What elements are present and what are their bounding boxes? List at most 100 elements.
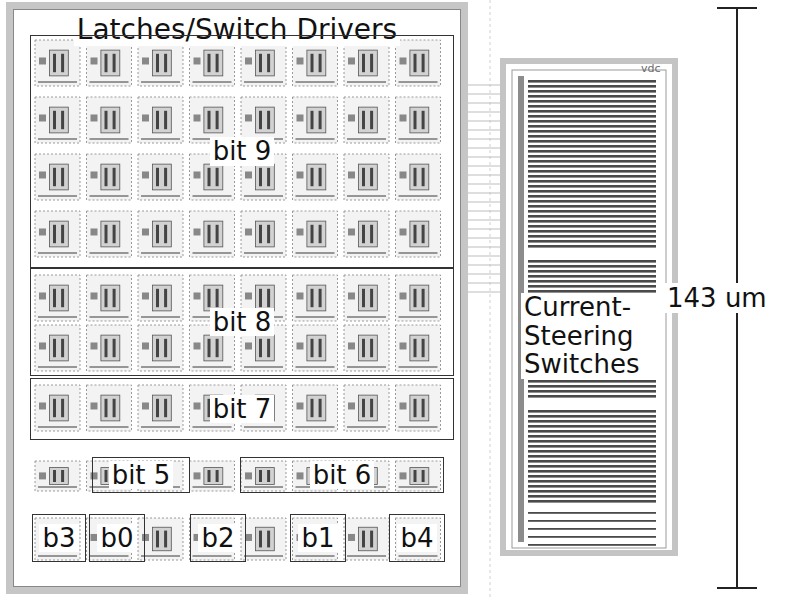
- block-title: Latches/Switch Drivers: [74, 13, 400, 46]
- switch-stripe: [528, 145, 656, 148]
- cell-device: [152, 221, 171, 247]
- latch-cell: [190, 461, 235, 491]
- switch-stripe: [528, 435, 656, 438]
- switch-stripe: [528, 115, 656, 118]
- switch-stripe: [528, 220, 656, 223]
- latch-cell: [344, 97, 389, 143]
- cell-device: [152, 527, 171, 551]
- cell-rail: [347, 81, 386, 83]
- cell-gate: [267, 339, 270, 357]
- cell-device: [101, 221, 120, 247]
- cell-gate: [370, 399, 373, 417]
- switch-stripe: [528, 520, 656, 522]
- cell-device: [255, 164, 274, 190]
- cell-gate: [216, 225, 219, 243]
- latch-cell: [87, 275, 132, 321]
- switch-stripe: [528, 528, 656, 530]
- cell-rail: [38, 486, 77, 488]
- cell-contact: [91, 228, 98, 235]
- latch-cell: [35, 385, 80, 431]
- cell-gate: [164, 339, 167, 357]
- cell-outline: [35, 211, 80, 257]
- cell-gate: [61, 225, 64, 243]
- cell-device: [204, 221, 223, 247]
- cell-gate: [319, 225, 322, 243]
- bit-cell-box: b3: [32, 514, 86, 562]
- cell-gate: [216, 54, 219, 72]
- switch-stripe: [528, 450, 656, 453]
- cell-rail: [38, 195, 77, 197]
- cell-outline: [293, 154, 338, 200]
- cell-rail: [193, 195, 232, 197]
- cell-contact: [91, 342, 98, 349]
- cell-gate: [267, 289, 270, 307]
- routing-wire: [466, 111, 502, 112]
- latch-cell: [87, 40, 132, 86]
- latch-cell: [344, 154, 389, 200]
- cell-gate: [422, 399, 425, 417]
- cell-gate: [105, 54, 108, 72]
- bit-label: b3: [39, 524, 78, 553]
- cell-gate: [319, 111, 322, 129]
- routing-wire: [466, 156, 502, 157]
- cell-contact: [142, 114, 149, 121]
- cell-device: [204, 335, 223, 361]
- cell-outline: [293, 40, 338, 86]
- switch-stripe: [528, 270, 656, 273]
- switch-stripe: [528, 240, 656, 243]
- cell-gate: [53, 54, 56, 72]
- cell-gate: [113, 289, 116, 307]
- cell-device: [410, 50, 429, 76]
- cell-gate: [156, 531, 159, 548]
- cell-outline: [396, 385, 441, 431]
- switch-stripe: [528, 385, 656, 388]
- latch-cell: [396, 325, 441, 371]
- cell-contact: [194, 114, 201, 121]
- switch-stripe: [528, 410, 656, 413]
- cell-contact: [194, 472, 201, 479]
- cell-gate: [113, 339, 116, 357]
- latch-cell: [35, 275, 80, 321]
- cell-rail: [244, 195, 283, 197]
- latch-cell: [293, 154, 338, 200]
- cell-gate: [61, 470, 64, 482]
- cell-gate: [105, 168, 108, 186]
- cell-rail: [399, 555, 438, 557]
- latch-cell: [87, 385, 132, 431]
- cell-device: [152, 164, 171, 190]
- cell-gate: [311, 339, 314, 357]
- switch-stripe: [528, 95, 656, 98]
- latch-cell: [190, 211, 235, 257]
- latch-cell: [241, 40, 286, 86]
- switch-stripe: [528, 175, 656, 178]
- cell-rail: [347, 138, 386, 140]
- cell-rail: [193, 486, 232, 488]
- cell-device: [49, 107, 68, 133]
- cell-device: [307, 164, 326, 190]
- cell-outline: [87, 385, 132, 431]
- switch-stripe: [528, 120, 656, 123]
- bit-label: b0: [97, 524, 136, 553]
- cell-gate: [208, 111, 211, 129]
- cell-outline: [241, 97, 286, 143]
- cell-gate: [362, 54, 365, 72]
- cell-gate: [311, 54, 314, 72]
- routing-wire: [466, 219, 502, 220]
- cell-device: [101, 395, 120, 421]
- dimension-label: 143 um: [664, 283, 770, 313]
- switch-stripe: [528, 415, 656, 418]
- switch-stripe: [528, 490, 656, 493]
- cell-contact: [297, 57, 304, 64]
- cell-outline: [35, 385, 80, 431]
- cell-gate: [156, 168, 159, 186]
- cell-gate: [164, 168, 167, 186]
- cell-gate: [259, 54, 262, 72]
- cell-gate: [319, 54, 322, 72]
- cell-outline: [87, 40, 132, 86]
- cell-rail: [193, 252, 232, 254]
- routing-wire: [466, 174, 502, 175]
- cell-outline: [138, 97, 183, 143]
- cell-device: [307, 107, 326, 133]
- routing-wire: [466, 120, 502, 121]
- cell-outline: [396, 40, 441, 86]
